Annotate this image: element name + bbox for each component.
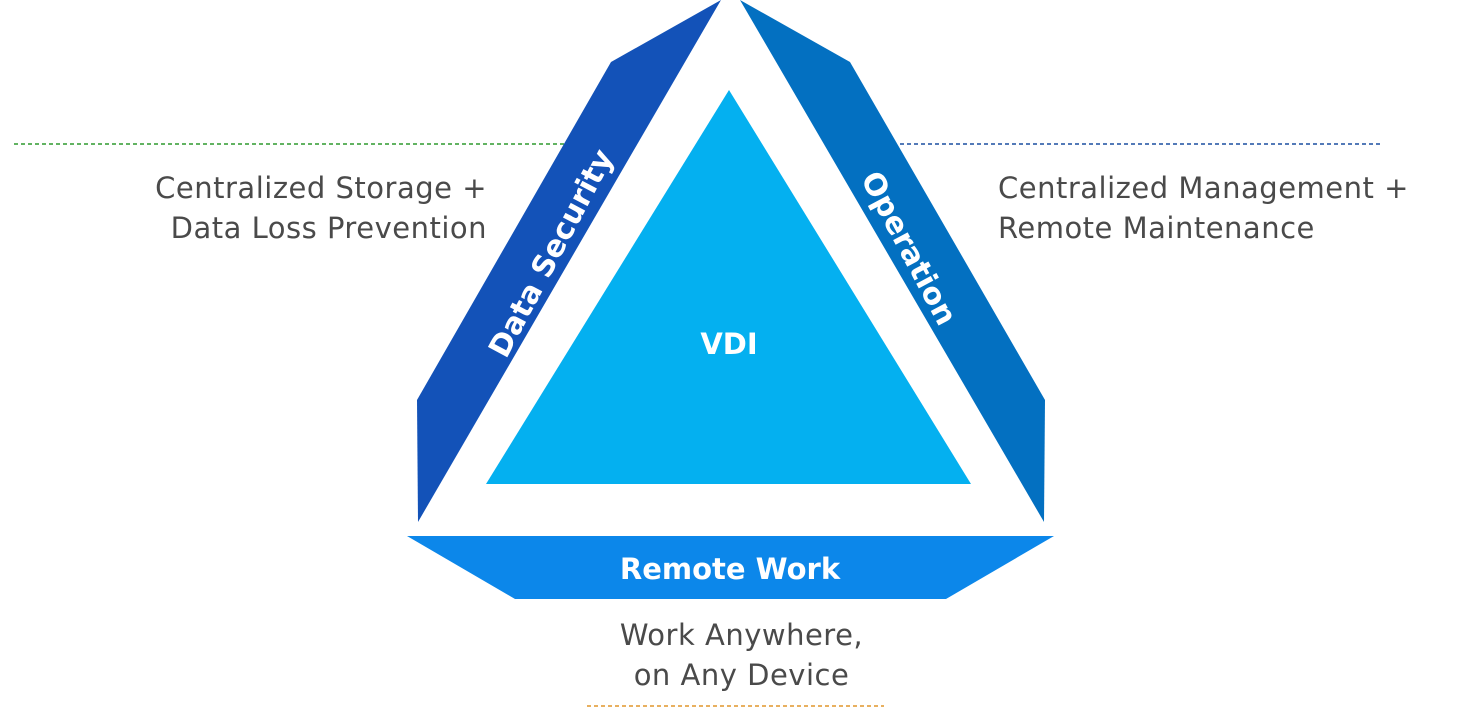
operation-description: Centralized Management + Remote Maintena…: [998, 168, 1409, 248]
operation-band: [740, 0, 1045, 522]
vdi-center-triangle: [486, 90, 971, 484]
data-security-band: [417, 0, 721, 522]
vdi-label: VDI: [700, 327, 757, 361]
remote-work-description-line-1: Work Anywhere,: [619, 618, 864, 652]
remote-work-label: Remote Work: [620, 552, 841, 586]
remote-work-description: Work Anywhere, on Any Device: [0, 615, 1483, 695]
data-security-description-line-2: Data Loss Prevention: [170, 211, 487, 245]
remote-work-band: [407, 536, 1054, 599]
operation-description-line-2: Remote Maintenance: [998, 211, 1315, 245]
data-security-description: Centralized Storage + Data Loss Preventi…: [155, 168, 487, 248]
remote-work-description-line-2: on Any Device: [633, 658, 850, 692]
operation-description-line-1: Centralized Management +: [998, 171, 1409, 205]
data-security-description-line-1: Centralized Storage +: [155, 171, 487, 205]
